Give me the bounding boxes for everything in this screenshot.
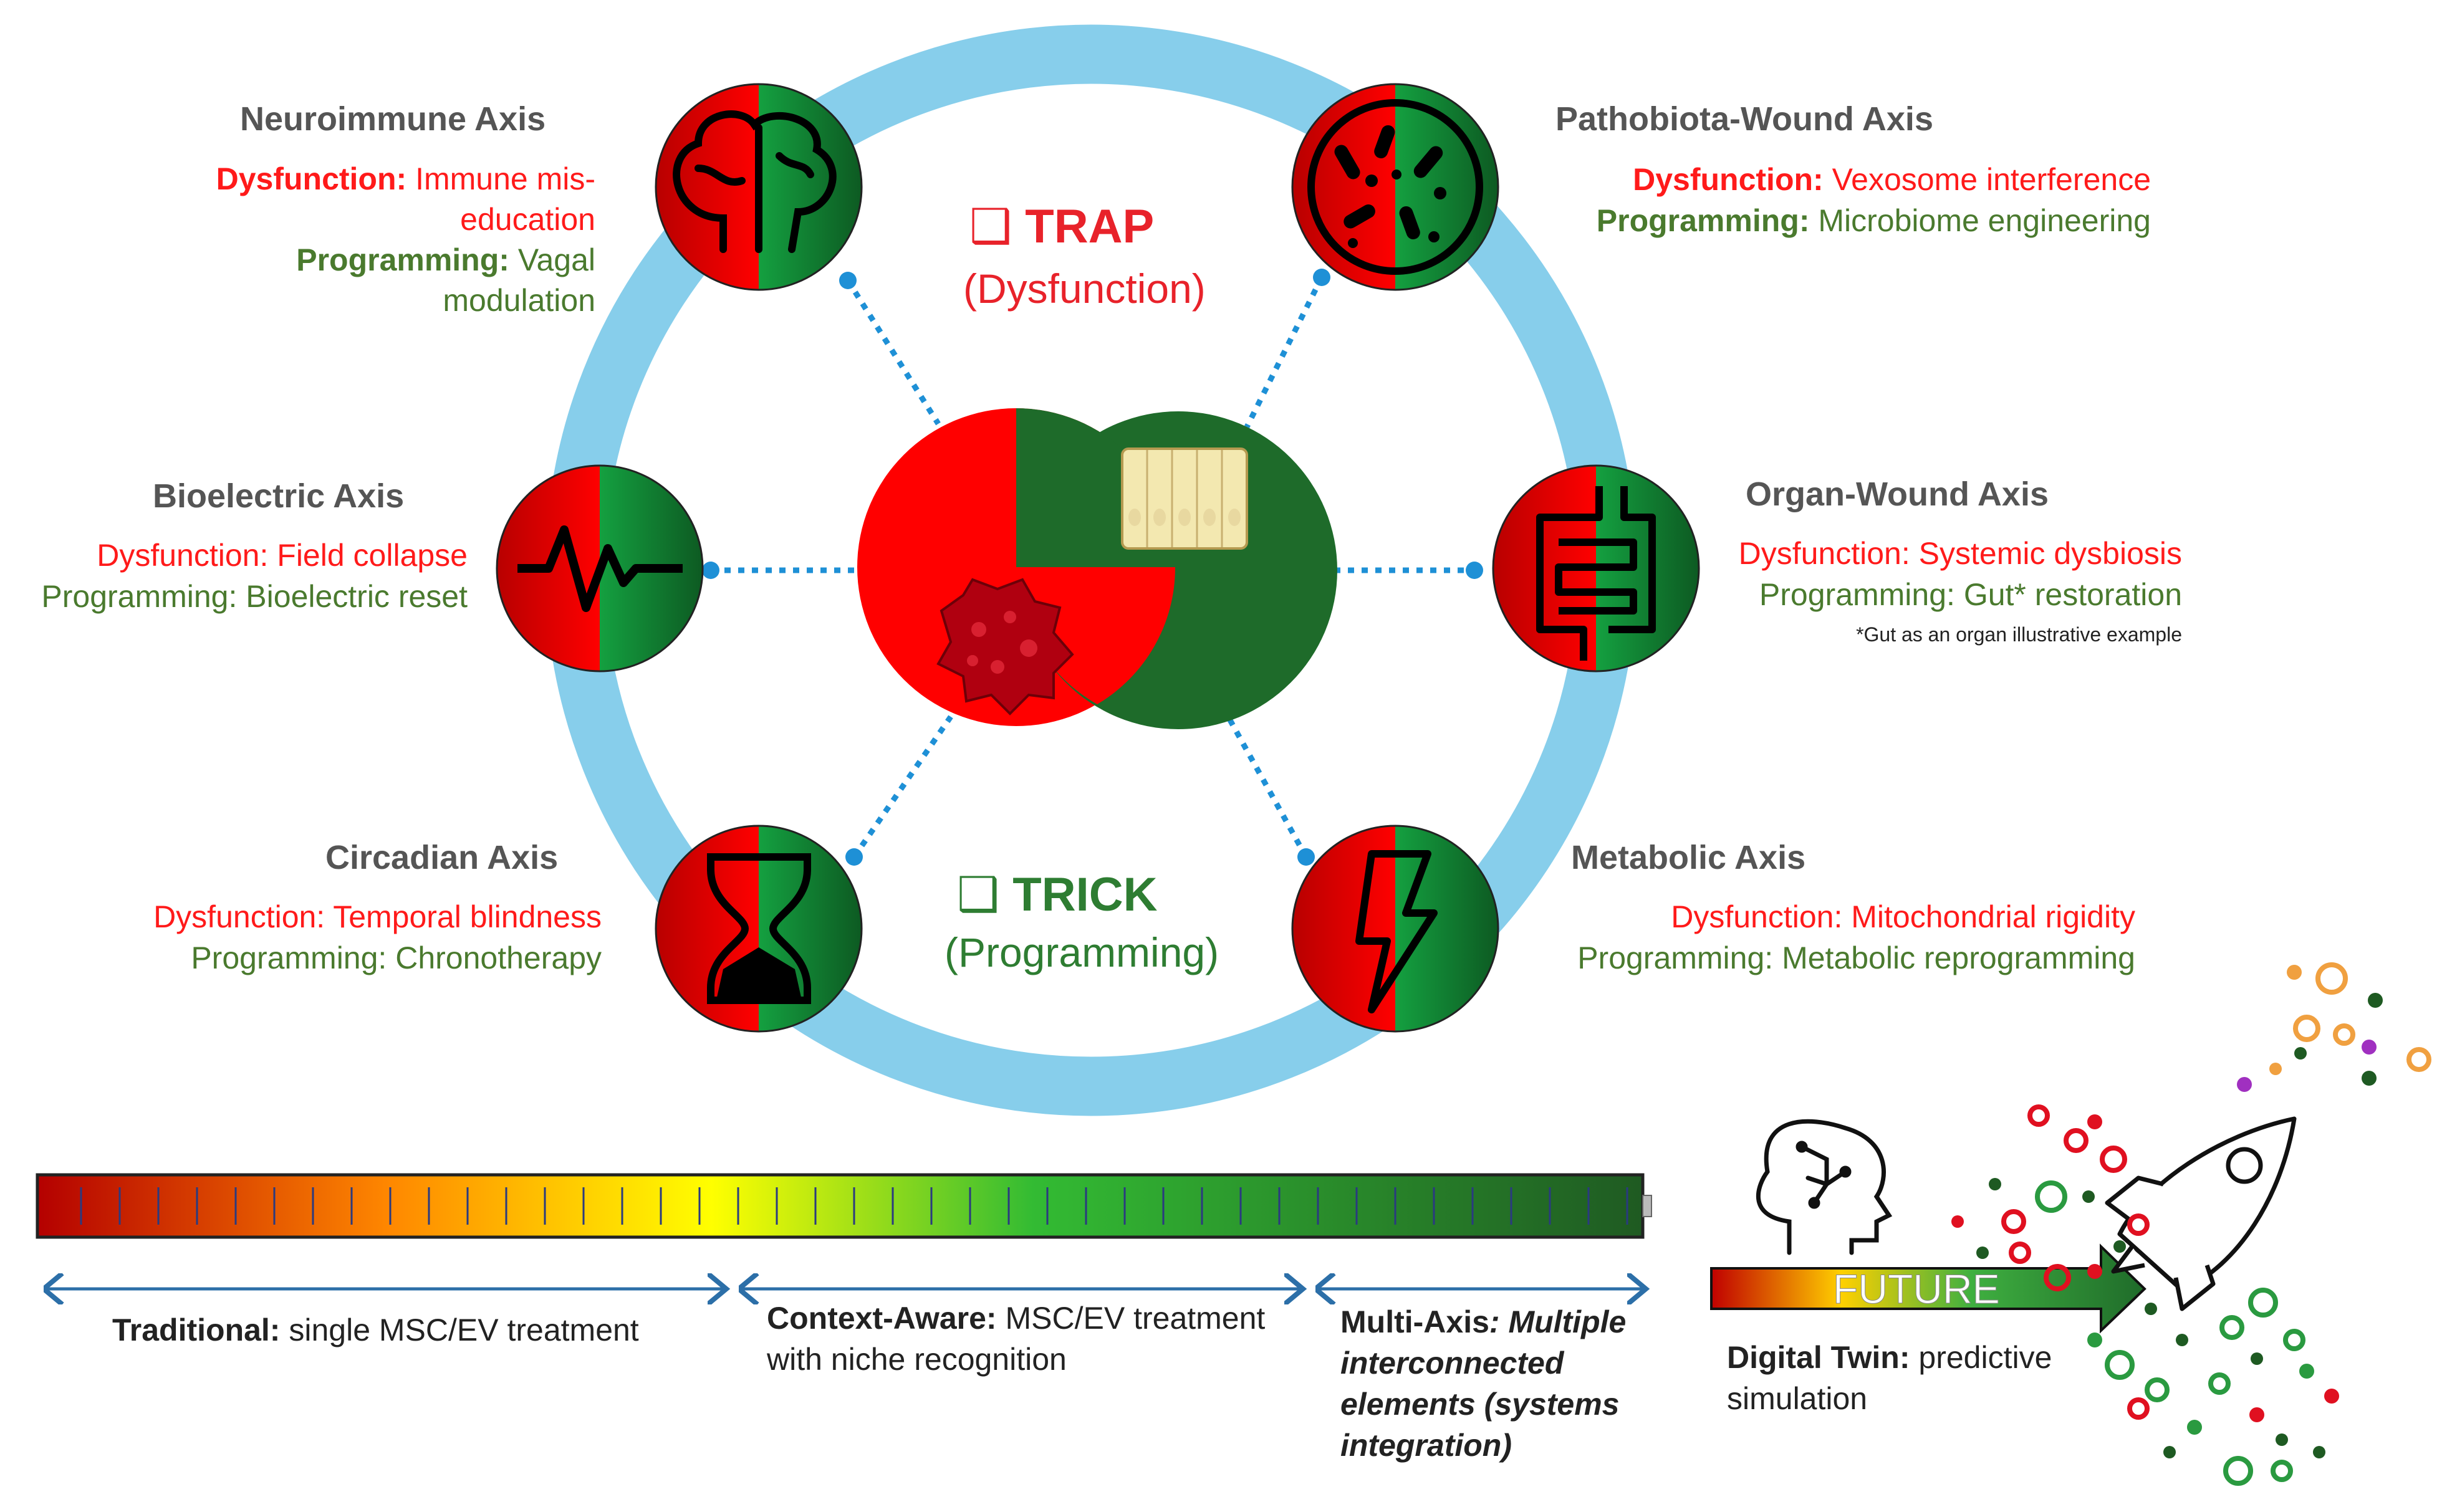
trap-sublabel: (Dysfunction)	[963, 265, 1206, 312]
context-aware-label: Context-Aware: MSC/EV treatment with nic…	[767, 1298, 1265, 1380]
particle	[2113, 1240, 2126, 1253]
organ-text: Dysfunction: Systemic dysbiosis Programm…	[1683, 533, 2182, 615]
particle	[1976, 1246, 1989, 1259]
pathobiota-node	[1292, 84, 1498, 290]
particle	[2066, 1131, 2086, 1151]
particle	[2176, 1334, 2188, 1346]
particle	[1989, 1178, 2001, 1190]
organ-footnote: *Gut as an organ illustrative example	[1683, 623, 2182, 646]
traditional-label: Traditional: single MSC/EV treatment	[112, 1312, 639, 1348]
particle	[2368, 993, 2383, 1008]
future-label: FUTURE	[1833, 1265, 2000, 1313]
metabolic-text: Dysfunction: Mitochondrial rigidity Prog…	[1496, 896, 2135, 978]
particle	[2249, 1407, 2264, 1422]
neuroimmune-text: Dysfunction: Immune mis- education Progr…	[187, 159, 595, 321]
particle	[2226, 1458, 2251, 1483]
particle	[2287, 965, 2302, 980]
particle	[2286, 1331, 2303, 1349]
circadian-title: Circadian Axis	[325, 838, 558, 877]
pathobiota-title: Pathobiota-Wound Axis	[1555, 100, 1933, 138]
particle	[2087, 1114, 2102, 1129]
progression-bar	[37, 1175, 1651, 1237]
organ-title: Organ-Wound Axis	[1746, 475, 2049, 514]
particle	[2130, 1400, 2147, 1417]
particle	[2269, 1063, 2282, 1075]
particle	[2324, 1389, 2339, 1404]
particle	[2299, 1364, 2314, 1379]
particle	[2145, 1303, 2157, 1315]
trap-label: ❑ TRAP	[969, 198, 1154, 254]
trick-label: ❑ TRICK	[957, 866, 1157, 922]
central-venn	[857, 408, 1337, 729]
particle	[2251, 1290, 2276, 1315]
particle	[2187, 1420, 2202, 1435]
particle	[2107, 1352, 2132, 1377]
particle	[2030, 1107, 2047, 1124]
particle	[2251, 1352, 2263, 1365]
multi-axis-label: Multi-Axis: Multiple interconnected elem…	[1340, 1301, 1626, 1466]
particle	[2037, 1183, 2065, 1210]
trick-sublabel: (Programming)	[945, 929, 1219, 976]
pathobiota-text: Dysfunction: Vexosome interference Progr…	[1546, 159, 2151, 241]
particle	[2222, 1318, 2242, 1337]
particle	[2273, 1462, 2291, 1480]
particle	[2362, 1040, 2377, 1055]
particle	[2147, 1380, 2167, 1400]
digital-twin-label: Digital Twin: predictive simulation	[1727, 1337, 2052, 1419]
particle	[2211, 1375, 2228, 1392]
checkbox-icon: ❑	[957, 868, 999, 921]
particle	[2004, 1212, 2024, 1232]
particle	[2409, 1050, 2429, 1069]
particle	[2102, 1148, 2125, 1170]
bioelectric-text: Dysfunction: Field collapse Programming:…	[6, 535, 468, 617]
particle	[2163, 1446, 2176, 1458]
particle	[2362, 1071, 2377, 1086]
particle	[2335, 1026, 2353, 1043]
bioelectric-node	[497, 466, 703, 671]
organ-node	[1493, 466, 1699, 671]
circadian-text: Dysfunction: Temporal blindness Programm…	[94, 896, 602, 978]
particle	[2237, 1077, 2252, 1092]
particle	[2276, 1433, 2288, 1446]
digital-twin-head-icon	[1758, 1121, 1889, 1253]
particle	[2294, 1047, 2307, 1060]
checkbox-icon: ❑	[969, 200, 1012, 253]
metabolic-title: Metabolic Axis	[1571, 838, 1805, 877]
particle	[2011, 1244, 2029, 1261]
bioelectric-title: Bioelectric Axis	[153, 477, 404, 515]
particle	[1951, 1215, 1964, 1228]
circadian-node	[656, 826, 862, 1031]
neuroimmune-title: Neuroimmune Axis	[240, 100, 546, 138]
neuroimmune-node	[656, 84, 862, 290]
metabolic-node	[1292, 826, 1498, 1031]
particle	[2318, 965, 2345, 992]
particle	[2087, 1264, 2102, 1279]
particle	[2082, 1190, 2095, 1203]
particle	[2295, 1017, 2318, 1040]
epithelium-icon	[1122, 449, 1247, 548]
particle	[2087, 1333, 2102, 1347]
particle	[2313, 1446, 2325, 1458]
